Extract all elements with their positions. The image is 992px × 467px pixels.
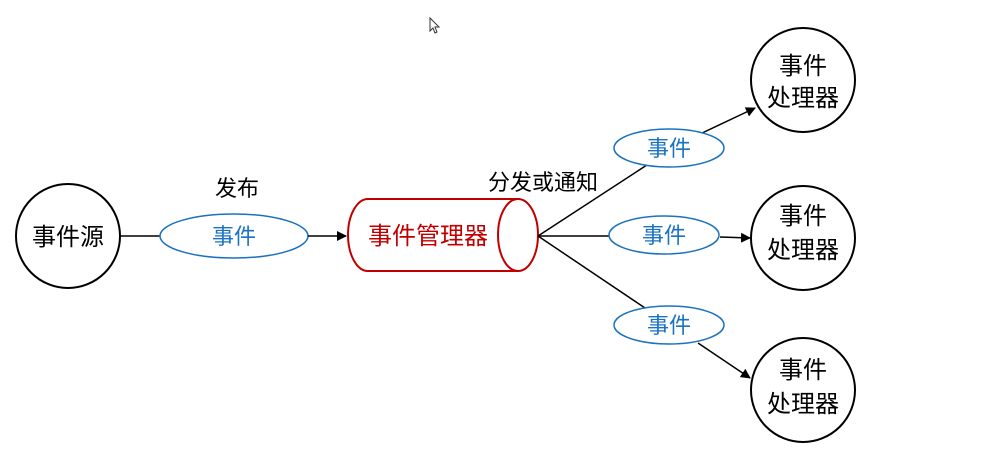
mouse-cursor-icon xyxy=(429,16,441,34)
event-bottom: 事件 xyxy=(613,305,725,345)
handler-label-line2: 处理器 xyxy=(767,236,839,264)
arrow xyxy=(699,107,756,135)
dispatch-label: 分发或通知 xyxy=(488,171,598,196)
connector xyxy=(537,235,646,309)
event-source-node: 事件源 xyxy=(15,183,121,289)
event-manager-label: 事件管理器 xyxy=(368,222,488,250)
event-label: 事件 xyxy=(642,224,686,249)
arrow xyxy=(697,342,751,379)
event-label: 事件 xyxy=(212,225,256,250)
event-handler-node-3: 事件 处理器 xyxy=(750,337,856,443)
event-middle: 事件 xyxy=(608,215,720,255)
event-label: 事件 xyxy=(647,137,691,162)
handler-label-line2: 处理器 xyxy=(767,84,839,112)
event-source-label: 事件源 xyxy=(32,223,104,251)
connector xyxy=(537,162,651,237)
handler-label-line1: 事件 xyxy=(779,52,827,80)
publish-label: 发布 xyxy=(215,177,259,202)
event-label: 事件 xyxy=(647,314,691,339)
event-incoming: 事件 xyxy=(159,213,309,259)
handler-label-line1: 事件 xyxy=(779,202,827,230)
event-manager-node: 事件管理器 xyxy=(347,198,539,272)
handler-label-line2: 处理器 xyxy=(767,390,839,418)
arrow xyxy=(719,232,751,243)
event-handler-node-2: 事件 处理器 xyxy=(750,185,856,291)
event-top: 事件 xyxy=(613,128,725,168)
handler-label-line1: 事件 xyxy=(779,356,827,384)
event-handler-node-1: 事件 处理器 xyxy=(750,27,856,133)
